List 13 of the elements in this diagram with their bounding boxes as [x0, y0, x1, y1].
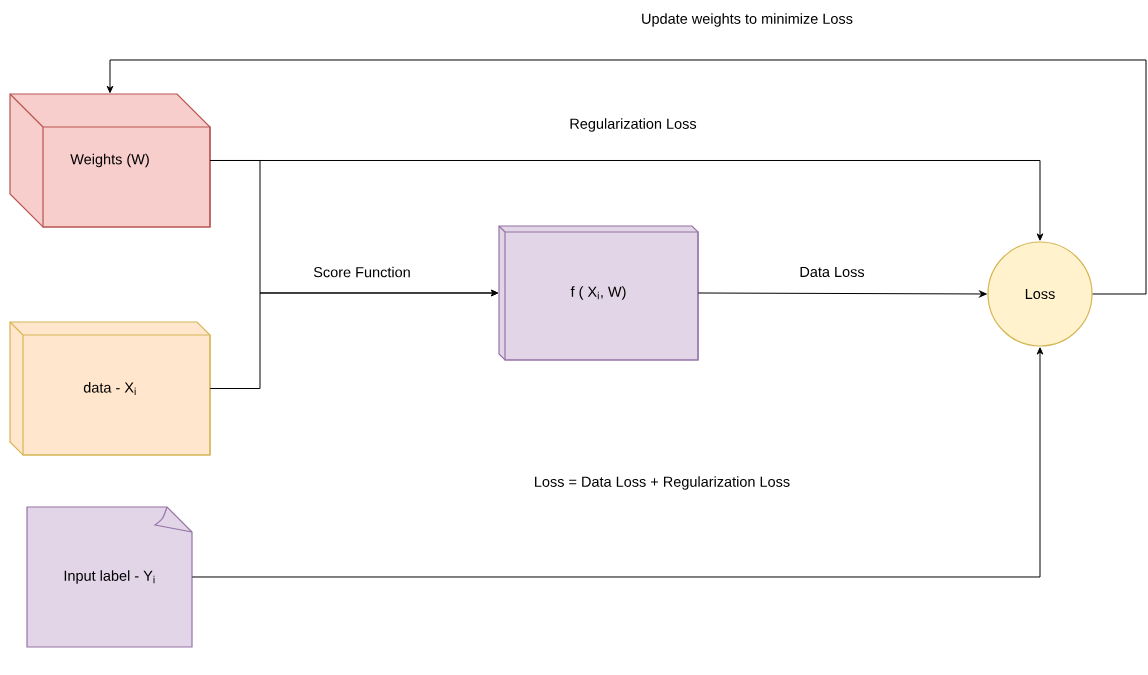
edge-label: Data Loss [798, 265, 866, 279]
formula-note: Loss = Data Loss + Regularization Loss [535, 476, 790, 490]
arrow [191, 347, 1044, 578]
arrow [106, 59, 1147, 295]
cube-box: data - X$_{i}$ [9, 321, 211, 456]
process-box: f ( X$_{i}$, W) [498, 225, 699, 361]
arrow [209, 289, 499, 389]
edge-label: Regularization Loss [568, 117, 698, 133]
arrow [697, 290, 987, 298]
cube-box: Weights (W) [9, 93, 211, 228]
arrow [209, 160, 1044, 241]
edge-label: Update weights to minimize Loss [640, 12, 854, 28]
edge-label: Score Function [312, 265, 412, 279]
